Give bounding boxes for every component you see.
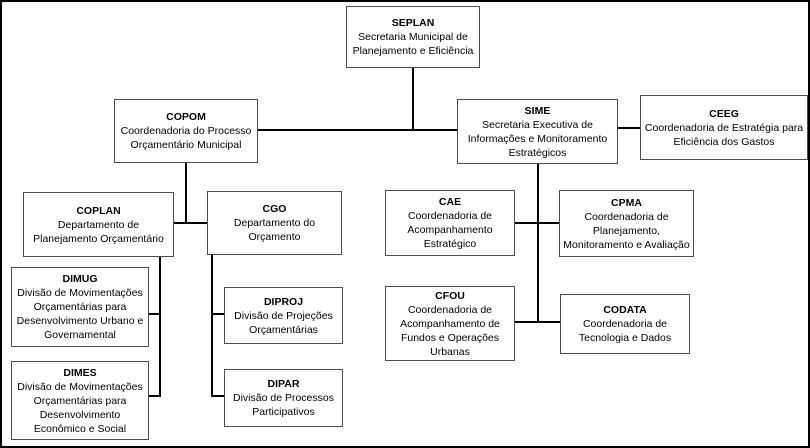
org-node-cfou: CFOU Coordenadoria de Acompanhamento de … <box>385 286 515 361</box>
org-node-title: Secretaria Municipal de Planejamento e E… <box>352 31 474 57</box>
org-node-cae: CAE Coordenadoria de Acompanhamento Estr… <box>385 190 515 256</box>
org-node-acronym: SEPLAN <box>391 17 435 29</box>
org-node-seplan: SEPLAN Secretaria Municipal de Planejame… <box>346 6 480 68</box>
org-node-acronym: CFOU <box>435 289 465 302</box>
org-node-title: Secretaria Executiva de Informações e Mo… <box>467 118 608 159</box>
connector-cfou-codata <box>515 321 560 323</box>
org-node-copom: COPOM Coordenadoria do Processo Orçament… <box>114 99 258 163</box>
org-node-title: Divisão de Projeções Orçamentárias <box>234 309 333 336</box>
org-node-dimes: DIMES Divisão de Movimentações Orçamentá… <box>11 361 149 440</box>
org-node-acronym: CPMA <box>611 196 642 209</box>
org-node-dimug: DIMUG Divisão de Movimentações Orçamentá… <box>11 267 149 347</box>
connector-copom-sime <box>258 129 457 131</box>
connector-cae-cpma <box>515 222 559 224</box>
org-node-sime: SIME Secretaria Executiva de Informações… <box>457 99 618 164</box>
org-node-dipar: DIPAR Divisão de Processos Participativo… <box>224 369 343 427</box>
org-node-acronym: CAE <box>438 196 462 208</box>
org-node-title: Divisão de Movimentações Orçamentárias p… <box>17 380 143 435</box>
org-node-ceeg: CEEG Coordenadoria de Estratégia para Ef… <box>640 95 808 160</box>
connector-coplan-dimes <box>149 395 161 397</box>
org-node-title: Coordenadoria do Processo Orçamentário M… <box>120 125 252 151</box>
connector-sime-ceeg <box>618 127 640 129</box>
org-node-acronym: COPLAN <box>76 204 121 217</box>
org-node-acronym: DIMUG <box>62 273 98 285</box>
connector-cgo-diproj <box>211 313 224 315</box>
connector-seplan-down <box>412 68 414 130</box>
org-node-title: Divisão de Processos Participativos <box>233 392 334 418</box>
org-node-title: Coordenadoria de Acompanhamento de Fundo… <box>400 303 500 358</box>
connector-sime-down <box>537 164 539 322</box>
org-node-title: Coordenadoria de Estratégia para Eficiên… <box>644 121 804 148</box>
connector-cgo-dipar <box>211 395 224 397</box>
connector-coplan-cgo <box>174 222 207 224</box>
connector-coplan-dimug <box>149 313 161 315</box>
org-node-title: Divisão de Movimentações Orçamentárias p… <box>16 287 144 341</box>
org-node-acronym: CODATA <box>603 304 647 316</box>
connector-cgo-down <box>211 255 213 397</box>
org-node-acronym: CGO <box>262 203 287 215</box>
org-node-acronym: COPOM <box>166 111 206 123</box>
org-node-cpma: CPMA Coordenadoria de Planejamento, Moni… <box>559 190 694 257</box>
org-node-acronym: CEEG <box>709 107 739 120</box>
connector-coplan-down <box>159 257 161 397</box>
org-node-acronym: DIMES <box>63 366 97 379</box>
org-node-codata: CODATA Coordenadoria de Tecnologia e Dad… <box>560 294 690 354</box>
org-node-title: Coordenadoria de Tecnologia e Dados <box>578 318 672 344</box>
org-node-title: Departamento de Planejamento Orçamentári… <box>33 218 164 245</box>
org-node-acronym: DIPAR <box>267 378 300 390</box>
org-node-title: Coordenadoria de Acompanhamento Estratég… <box>407 210 493 250</box>
org-node-title: Departamento do Orçamento <box>233 217 316 243</box>
org-node-title: Coordenadoria de Planejamento, Monitoram… <box>563 210 690 251</box>
org-node-acronym: SIME <box>524 104 551 117</box>
connector-copom-down <box>185 163 187 223</box>
org-node-coplan: COPLAN Departamento de Planejamento Orça… <box>23 192 174 257</box>
org-node-acronym: DIPROJ <box>263 295 304 308</box>
org-node-diproj: DIPROJ Divisão de Projeções Orçamentária… <box>224 287 343 344</box>
org-node-cgo: CGO Departamento do Orçamento <box>207 191 342 255</box>
